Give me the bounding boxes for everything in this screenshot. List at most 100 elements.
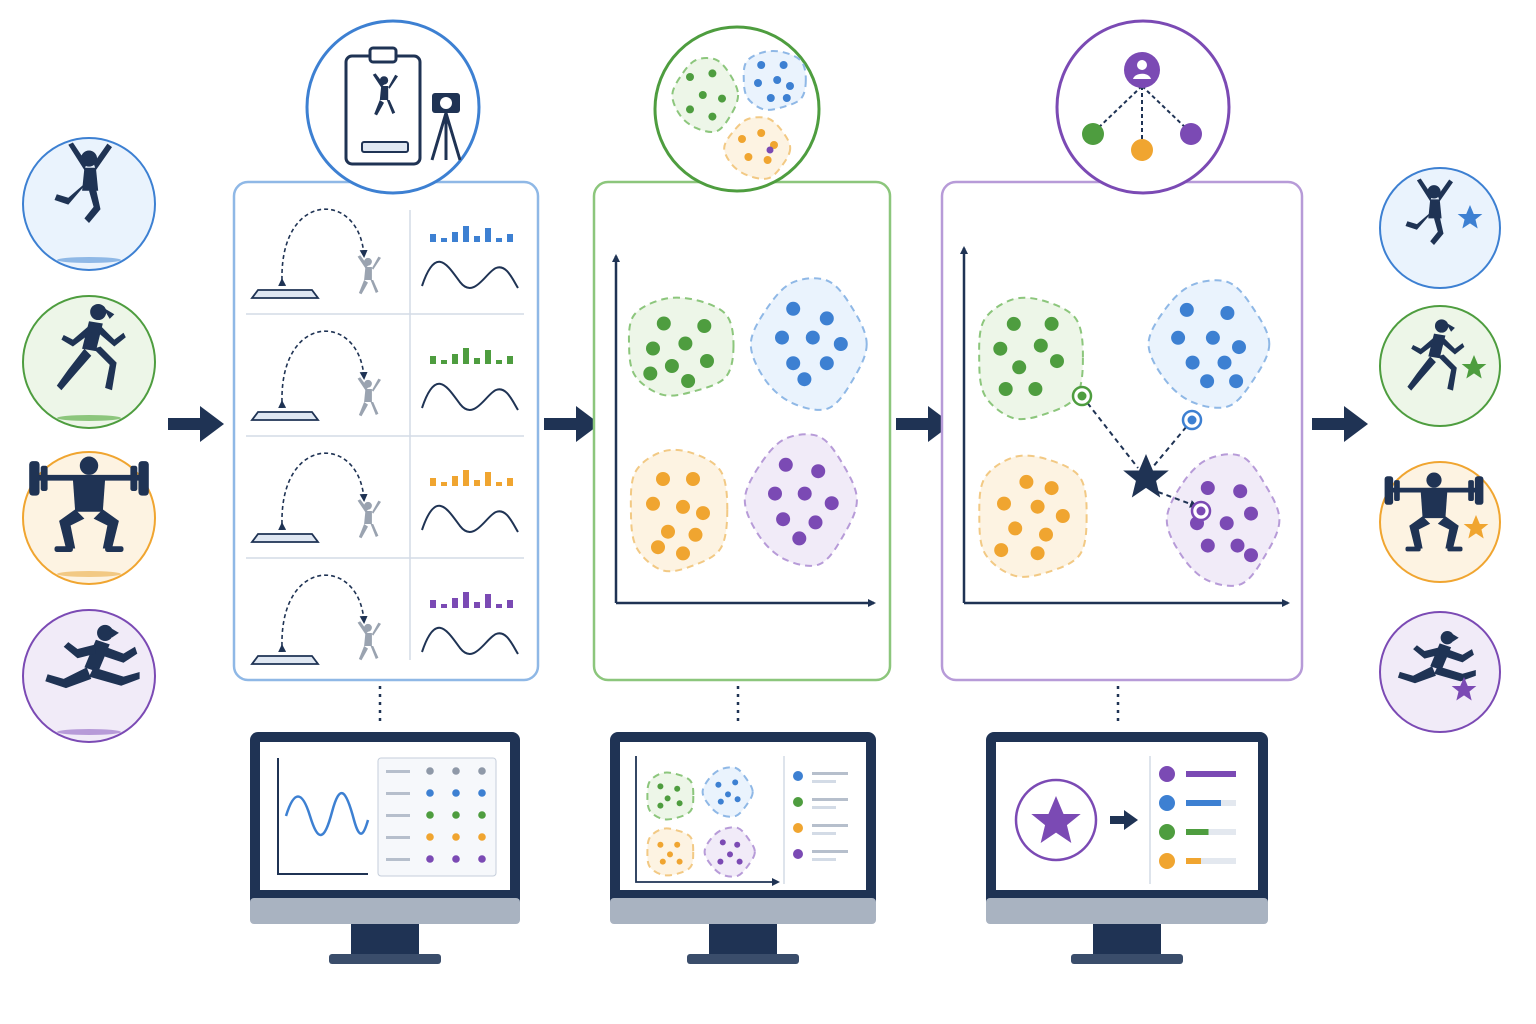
cluster-point [651, 540, 665, 555]
user-body [1133, 73, 1151, 79]
hierarchy-icon [1055, 19, 1231, 195]
cluster-point [766, 94, 775, 102]
metric-bar [485, 472, 491, 486]
result-arrow-shaft [1110, 816, 1126, 824]
metric-bar [441, 238, 447, 242]
cluster-purple [1165, 453, 1281, 587]
cluster-point [1033, 338, 1048, 353]
monitor-1 [250, 732, 520, 964]
mini-cluster-blue [701, 766, 754, 818]
cluster-point [1220, 306, 1235, 320]
cluster-point [643, 366, 658, 381]
cluster-point [778, 457, 793, 472]
nearest-neighbor-marker [1181, 409, 1203, 431]
table-row-label [386, 770, 410, 773]
metric-bar [507, 356, 513, 364]
marker-core [1187, 415, 1197, 425]
cluster-point [657, 802, 664, 809]
monitor-neck [1093, 924, 1161, 956]
cluster-point [1044, 481, 1059, 496]
cluster-orange [978, 454, 1088, 578]
cluster-point [738, 135, 746, 143]
cluster-boundary [723, 116, 792, 180]
cluster-point [744, 153, 753, 161]
metric-bar [430, 478, 436, 486]
input-athlete-badge [22, 137, 156, 271]
table-cell [426, 833, 434, 841]
clipboard-clip [368, 46, 398, 64]
cluster-point [736, 858, 743, 865]
ground-shadow [57, 729, 121, 735]
legend-line [812, 780, 836, 783]
cluster-point [757, 61, 766, 69]
legend-line [812, 772, 848, 775]
cluster-point [808, 515, 823, 530]
cluster-purple [743, 433, 858, 567]
cluster-point [1019, 474, 1034, 489]
cluster-point [698, 91, 707, 99]
jump-trajectory [278, 208, 368, 287]
flow-arrow-2 [544, 406, 600, 442]
legend-line [812, 824, 848, 827]
cluster-point [681, 374, 696, 388]
metric-bar [485, 350, 491, 364]
mini-cluster-purple [703, 826, 756, 878]
ground-shadow [57, 415, 121, 421]
output-athlete-badge [1379, 305, 1501, 427]
arrow-head [928, 406, 952, 442]
clustering-panel [592, 25, 892, 682]
cluster-point [667, 851, 673, 858]
cluster-point [1179, 302, 1194, 317]
signal-wave [284, 791, 370, 837]
cluster-point [1217, 355, 1232, 370]
cluster-blue [1147, 279, 1271, 409]
force-curve [421, 260, 519, 289]
flow-arrow-1 [168, 406, 224, 442]
monitor-base [329, 954, 441, 964]
mini-cluster-green [646, 771, 695, 821]
clipboard-camera-icon [305, 19, 481, 195]
legend-line [812, 806, 836, 809]
cluster-point [1244, 506, 1258, 521]
cluster-point [719, 839, 726, 846]
cluster-point [754, 79, 762, 87]
legend-line [812, 832, 836, 835]
nearest-neighbor-marker [1190, 500, 1212, 522]
cluster-point [674, 785, 681, 792]
cluster-point [768, 486, 782, 501]
metric-bar [507, 600, 513, 608]
rank-swatch [1159, 824, 1175, 840]
cluster-point [782, 94, 791, 102]
mini-cluster-blue [742, 50, 807, 111]
cluster-point [1232, 340, 1246, 355]
rank-track [1186, 829, 1236, 835]
cluster-point [757, 129, 766, 137]
metric-bar [496, 238, 502, 242]
cluster-point [786, 301, 801, 316]
cluster-boundary [646, 771, 695, 821]
metric-bar [430, 600, 436, 608]
rank-swatch [1159, 853, 1175, 869]
panel-frame [232, 180, 540, 682]
cluster-point [646, 496, 660, 511]
ground-shadow [57, 257, 121, 263]
flow-arrow-4 [1312, 406, 1368, 442]
plot-axes [277, 758, 368, 875]
cluster-point [715, 781, 722, 788]
legend-line [812, 850, 848, 853]
cluster-point [688, 527, 703, 542]
cluster-point [1044, 316, 1059, 331]
rank-track [1186, 858, 1236, 864]
table-row-label [386, 858, 410, 861]
monitor-chin [986, 898, 1268, 924]
cluster-point [700, 354, 714, 368]
force-curve [421, 382, 519, 411]
trial-row [246, 435, 524, 543]
arrow-shaft [1312, 418, 1348, 430]
table-cell [426, 855, 434, 863]
mini-cluster-orange [723, 116, 792, 180]
cluster-point [797, 486, 812, 501]
monitor-2 [610, 732, 876, 964]
metric-bar [441, 482, 447, 486]
marker-core [1196, 506, 1206, 516]
